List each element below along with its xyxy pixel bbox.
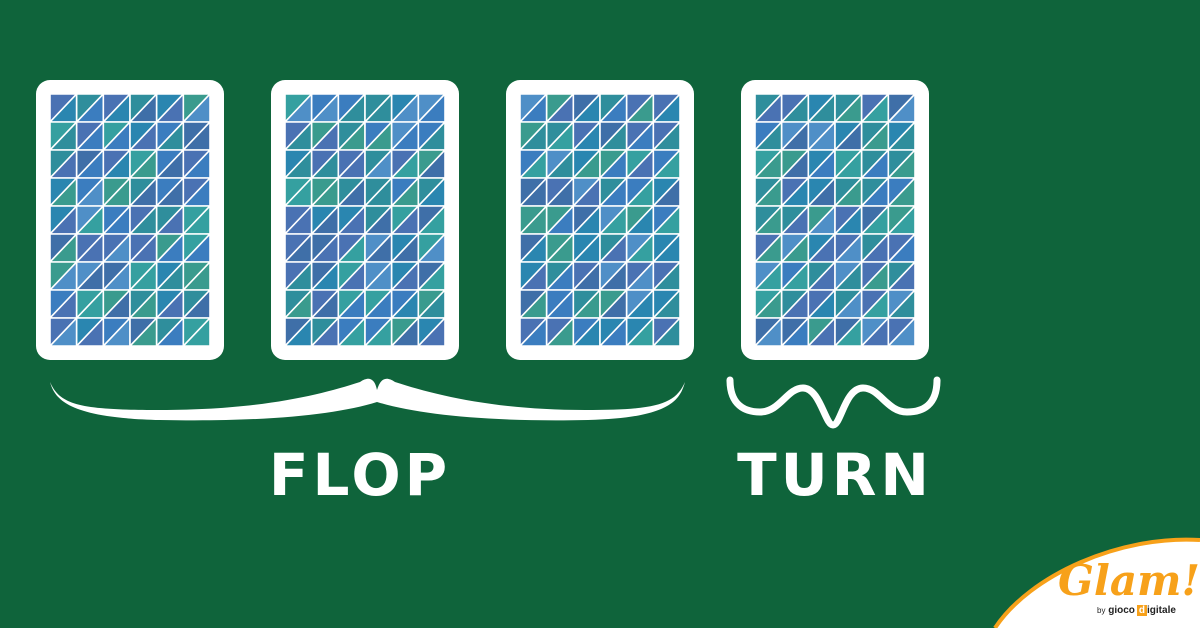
card-back-icon	[755, 94, 915, 346]
card-tile	[182, 316, 210, 346]
turn-card	[741, 80, 929, 360]
card-tile	[887, 316, 915, 346]
card-tile	[652, 316, 680, 346]
flop-card-3	[506, 80, 694, 360]
flop-card-1	[36, 80, 224, 360]
card-back-icon	[285, 94, 445, 346]
card-back-icon	[520, 94, 680, 346]
flop-brace-icon	[50, 378, 685, 421]
card-tile	[417, 316, 445, 346]
card-back-icon	[50, 94, 210, 346]
flop-label: FLOP	[268, 441, 452, 509]
turn-brace-icon	[726, 376, 941, 429]
glam-logo-text: Glam!	[1058, 556, 1200, 605]
flop-card-2	[271, 80, 459, 360]
turn-label: TURN	[737, 441, 933, 509]
